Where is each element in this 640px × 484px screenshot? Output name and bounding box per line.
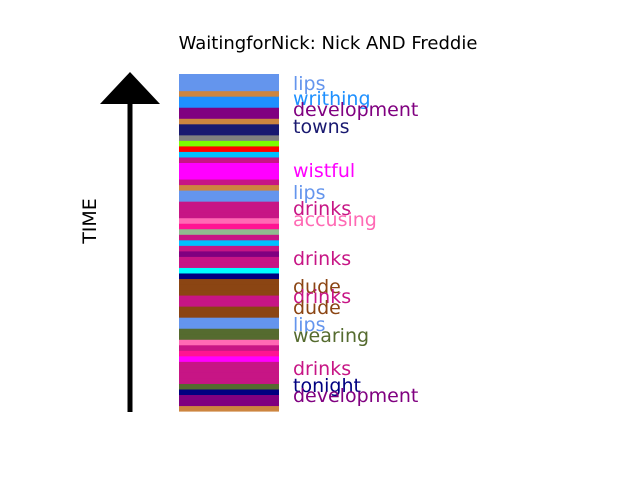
time-band [179,101,279,108]
time-band [179,383,279,390]
word-label: writhing [293,88,371,110]
time-band [179,195,279,202]
time-band [179,267,279,274]
time-band [179,79,279,86]
time-band [179,123,279,130]
time-band [179,339,279,346]
word-label: drinks [293,198,351,220]
time-arrow-head [100,72,160,104]
time-band [179,118,279,125]
word-label: tonight [293,375,361,397]
time-band [179,184,279,191]
time-band [179,190,279,197]
time-band [179,129,279,136]
time-band [179,306,279,313]
time-band [179,134,279,141]
time-band [179,377,279,384]
time-band [179,217,279,224]
time-band [179,366,279,373]
time-band [179,178,279,186]
time-band [179,394,279,401]
word-label: lips [293,182,326,204]
time-band [179,234,279,241]
word-label: drinks [293,248,351,270]
time-band [179,256,279,263]
time-band [179,388,279,396]
time-band [179,156,279,163]
time-band [179,272,279,280]
word-label: development [293,99,418,121]
time-band [179,162,279,169]
time-band [179,355,279,362]
time-band [179,294,279,302]
word-label: dude [293,276,341,298]
word-label: dude [293,297,341,319]
time-band [179,212,279,219]
word-label: drinks [293,286,351,308]
time-band [179,173,279,180]
word-label: lips [293,73,326,95]
word-label: accusing [293,209,377,231]
time-bands [179,74,279,412]
time-band [179,206,279,213]
time-band [179,201,279,208]
time-band [179,85,279,92]
time-band [179,96,279,103]
time-band [179,228,279,235]
word-label: towns [293,116,350,138]
time-band [179,250,279,257]
time-band [179,322,279,329]
time-band [179,151,279,158]
word-label: development [293,385,418,407]
time-band [179,328,279,335]
time-band [179,107,279,114]
time-band [179,90,279,97]
time-band [179,289,279,296]
time-band [179,405,279,412]
time-band [179,372,279,379]
time-band [179,333,279,340]
time-band [179,311,279,318]
time-band [179,361,279,368]
time-band [179,145,279,152]
time-arrow-shaft [127,98,133,412]
chart-title: WaitingforNick: Nick AND Freddie [179,33,478,54]
word-label: lips [293,314,326,336]
time-band [179,399,279,407]
time-band [179,223,279,230]
time-band [179,74,279,81]
time-band [179,317,279,324]
time-band [179,300,279,307]
word-label: drinks [293,358,351,380]
y-axis-label: TIME [79,198,101,245]
time-band [179,167,279,175]
word-label: wistful [293,160,355,182]
word-labels: lipswrithingdevelopmenttownswistfullipsd… [293,73,418,407]
time-band [179,344,279,351]
time-band [179,140,279,147]
time-band [179,278,279,285]
time-band [179,245,279,252]
time-band [179,283,279,291]
time-band [179,112,279,119]
time-arrow [100,72,160,412]
time-band [179,261,279,268]
time-band [179,350,279,357]
time-band [179,239,279,246]
word-label: wearing [293,325,369,347]
